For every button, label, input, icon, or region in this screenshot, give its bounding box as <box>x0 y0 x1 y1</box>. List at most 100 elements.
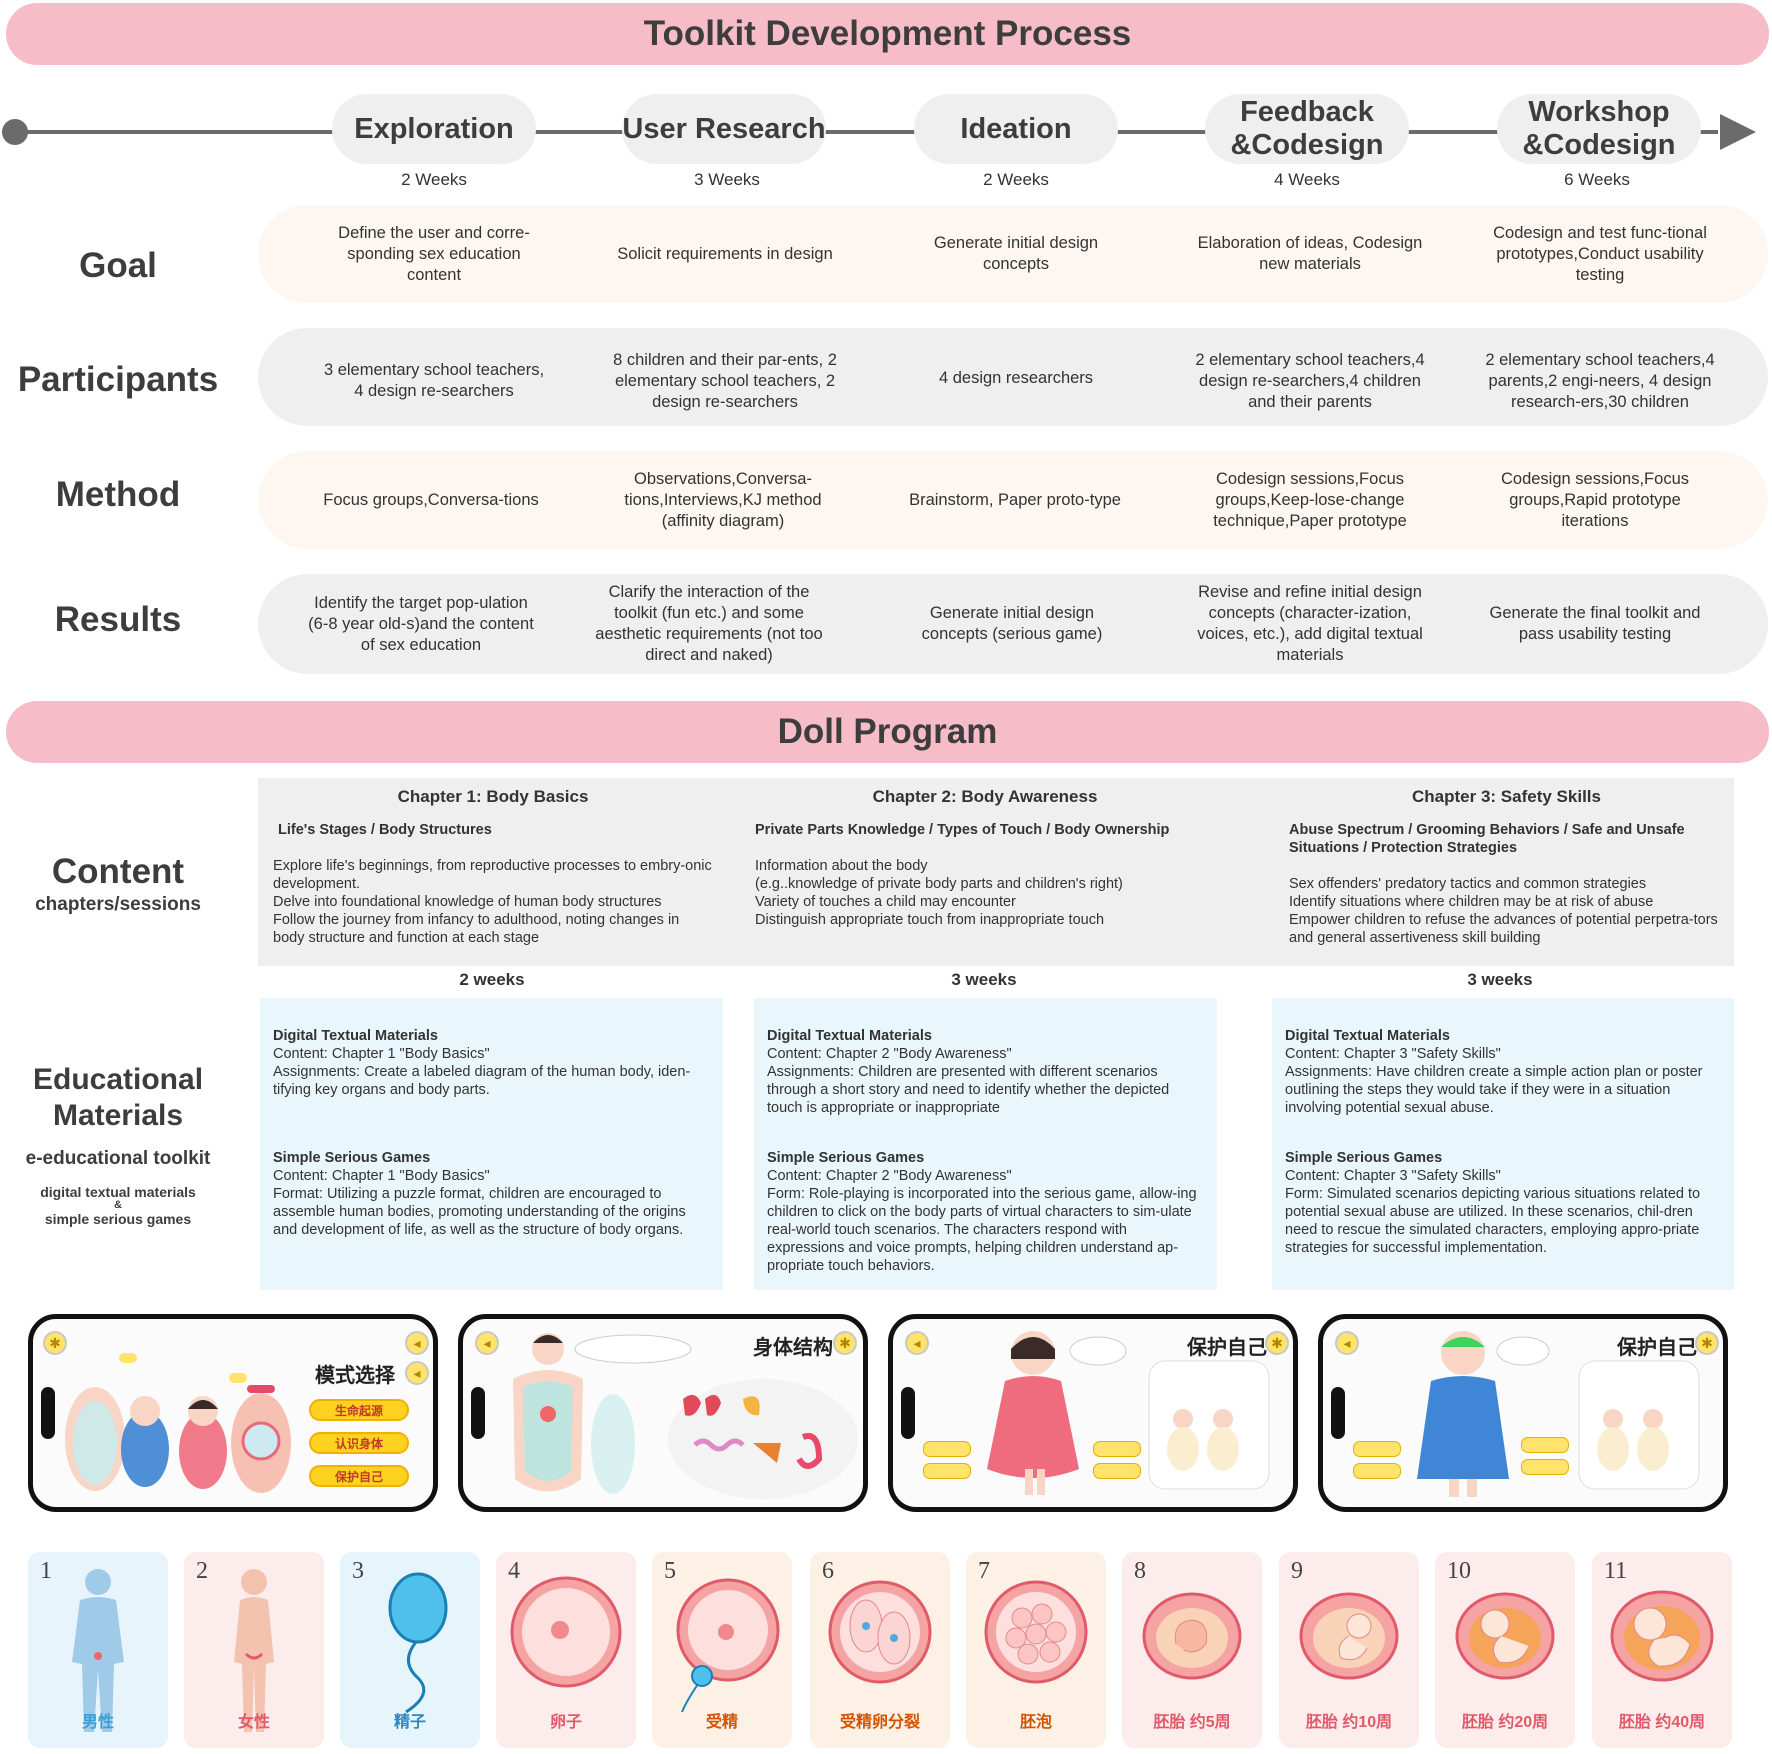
mode-button-protect[interactable]: 保护自己 <box>309 1465 409 1487</box>
stage-card-sperm: 3 精子 <box>340 1552 480 1748</box>
embryo-icon <box>1455 1592 1555 1680</box>
chapter-body-line: Empower children to refuse the advances … <box>1289 912 1718 946</box>
phase-duration: 2 Weeks <box>983 170 1049 189</box>
stage-card-embryo-5w: 8 胚胎 约5周 <box>1122 1552 1262 1748</box>
phase-workshop-codesign: Workshop &Codesign <box>1497 94 1701 164</box>
boy-character-illustration <box>1417 1331 1700 1497</box>
phone-notch <box>1331 1387 1345 1439</box>
materials-label-line2: simple serious games <box>44 1211 192 1227</box>
phase-user-research: User Research <box>622 94 826 164</box>
materials-label-title: Educational Materials <box>33 1063 204 1132</box>
ssg-title: Simple Serious Games <box>767 1150 925 1166</box>
gear-icon[interactable]: ✱ <box>833 1331 857 1355</box>
content-label: Content chapters/sessions <box>0 852 236 916</box>
dtm-content: Content: Chapter 3 "Safety Skills" <box>1285 1046 1501 1062</box>
phone-notch <box>901 1387 915 1439</box>
method-row-band <box>258 451 1768 549</box>
chapter-body-line: Explore life's beginnings, from reproduc… <box>273 858 712 892</box>
choice-button[interactable] <box>923 1441 971 1457</box>
timeline-arrow-icon <box>1720 114 1756 150</box>
card-number: 7 <box>978 1558 990 1584</box>
goal-label: Goal <box>79 246 157 285</box>
chapter-body-line: Distinguish appropriate touch from inapp… <box>755 912 1105 928</box>
back-arrow-icon[interactable]: ◂ <box>475 1331 499 1355</box>
choice-button[interactable] <box>1353 1441 1401 1457</box>
ssg-title: Simple Serious Games <box>1285 1150 1443 1166</box>
dtm-assignment: Assignments: Children are presented with… <box>767 1064 1170 1116</box>
back-arrow-icon[interactable]: ◂ <box>905 1331 929 1355</box>
card-number: 11 <box>1604 1558 1628 1584</box>
chapter-body-line: Delve into foundational knowledge of hum… <box>273 894 662 910</box>
phone-title: 保护自己 <box>1187 1337 1267 1359</box>
card-number: 8 <box>1134 1558 1146 1584</box>
male-body-icon <box>72 1569 124 1732</box>
gear-icon[interactable]: ✱ <box>1265 1331 1289 1355</box>
phase-ideation: Ideation <box>914 94 1118 164</box>
results-row-band <box>258 574 1768 674</box>
stage-card-egg: 4 卵子 <box>496 1552 636 1748</box>
ssg-content: Content: Chapter 2 "Body Awareness" <box>767 1168 1012 1184</box>
ssg-content: Content: Chapter 1 "Body Basics" <box>273 1168 490 1184</box>
phase-duration: 4 Weeks <box>1274 170 1340 189</box>
card-label: 胚胎 约40周 <box>1618 1714 1706 1731</box>
phone-protect-girl: ◂ ✱ 保护自己 <box>888 1314 1298 1512</box>
chapter-topics: Life's Stages / Body Structures <box>278 822 492 838</box>
phase-feedback-codesign: Feedback &Codesign <box>1205 94 1409 164</box>
timeline-line <box>18 130 1718 134</box>
blastocyst-icon <box>984 1580 1088 1684</box>
card-label: 胚泡 <box>1019 1714 1052 1731</box>
back-arrow-icon[interactable]: ◂ <box>405 1331 429 1355</box>
goal-cell: Codesign and test func-tional prototypes… <box>1493 223 1707 284</box>
materials-label-amp: & <box>114 1199 122 1211</box>
dtm-content: Content: Chapter 1 "Body Basics" <box>273 1046 490 1062</box>
participants-cell: 2 elementary school teachers,4 parents,2… <box>1485 350 1715 411</box>
dtm-title: Digital Textual Materials <box>273 1028 438 1044</box>
results-cell: Identify the target pop-ulation (6-8 yea… <box>308 593 534 654</box>
materials-chapter-3: Digital Textual Materials Content: Chapt… <box>1272 998 1734 1290</box>
choice-button[interactable] <box>1521 1437 1569 1453</box>
phase-duration: 2 Weeks <box>401 170 467 189</box>
results-cell: Generate initial design concepts (seriou… <box>921 604 1103 643</box>
choice-button[interactable] <box>923 1463 971 1479</box>
egg-icon <box>510 1576 622 1688</box>
phase-exploration: Exploration <box>332 94 536 164</box>
back-arrow-icon[interactable]: ◂ <box>1335 1331 1359 1355</box>
chapter-title: Chapter 2: Body Awareness <box>872 787 1098 806</box>
results-cell: Generate the final toolkit and pass usab… <box>1489 604 1701 643</box>
mode-button-body[interactable]: 认识身体 <box>309 1432 409 1454</box>
stage-card-male: 1 男性 <box>28 1552 168 1748</box>
card-number: 6 <box>822 1558 834 1584</box>
ssg-title: Simple Serious Games <box>273 1150 431 1166</box>
results-label: Results <box>54 600 182 639</box>
dolls-illustration <box>65 1353 291 1493</box>
chapter-1: Chapter 1: Body Basics Life's Stages / B… <box>273 778 713 947</box>
embryo-icon <box>1142 1592 1242 1680</box>
ssg-content: Content: Chapter 3 "Safety Skills" <box>1285 1168 1501 1184</box>
phone-title: 模式选择 <box>315 1365 395 1387</box>
participants-cell: 3 elementary school teachers, 4 design r… <box>323 361 545 400</box>
choice-button[interactable] <box>1353 1463 1401 1479</box>
stage-card-blastocyst: 7 胚泡 <box>966 1552 1106 1748</box>
materials-label-sub: e-educational toolkit <box>25 1148 211 1169</box>
phone-body-structure: ◂ ✱ 身体结构 <box>458 1314 868 1512</box>
materials-label: Educational Materials e-educational tool… <box>0 1062 236 1227</box>
participants-row-band <box>258 328 1768 426</box>
gear-icon[interactable]: ✱ <box>1695 1331 1719 1355</box>
card-number: 2 <box>196 1558 208 1584</box>
dtm-content: Content: Chapter 2 "Body Awareness" <box>767 1046 1012 1062</box>
choice-button[interactable] <box>1093 1441 1141 1457</box>
gear-icon[interactable]: ✱ <box>43 1331 67 1355</box>
choice-button[interactable] <box>1521 1459 1569 1475</box>
phone-mode-select: ✱ ◂ ◂ 模式选择 生命起源 认识身体 保护自己 <box>28 1314 438 1512</box>
card-number: 10 <box>1447 1558 1471 1584</box>
back-arrow-icon[interactable]: ◂ <box>405 1361 429 1385</box>
chapter-topics: Abuse Spectrum / Grooming Behaviors / Sa… <box>1289 822 1685 856</box>
chapters-background <box>258 778 1734 966</box>
mode-button-origin[interactable]: 生命起源 <box>309 1399 409 1421</box>
method-cell: Codesign sessions,Focus groups,Keep-lose… <box>1213 469 1407 530</box>
phone-title: 保护自己 <box>1617 1337 1697 1359</box>
chapter-body-line: Sex offenders' predatory tactics and com… <box>1289 876 1647 892</box>
ssg-form: Format: Utilizing a puzzle format, child… <box>273 1186 686 1238</box>
choice-button[interactable] <box>1093 1463 1141 1479</box>
card-label: 女性 <box>237 1714 270 1731</box>
